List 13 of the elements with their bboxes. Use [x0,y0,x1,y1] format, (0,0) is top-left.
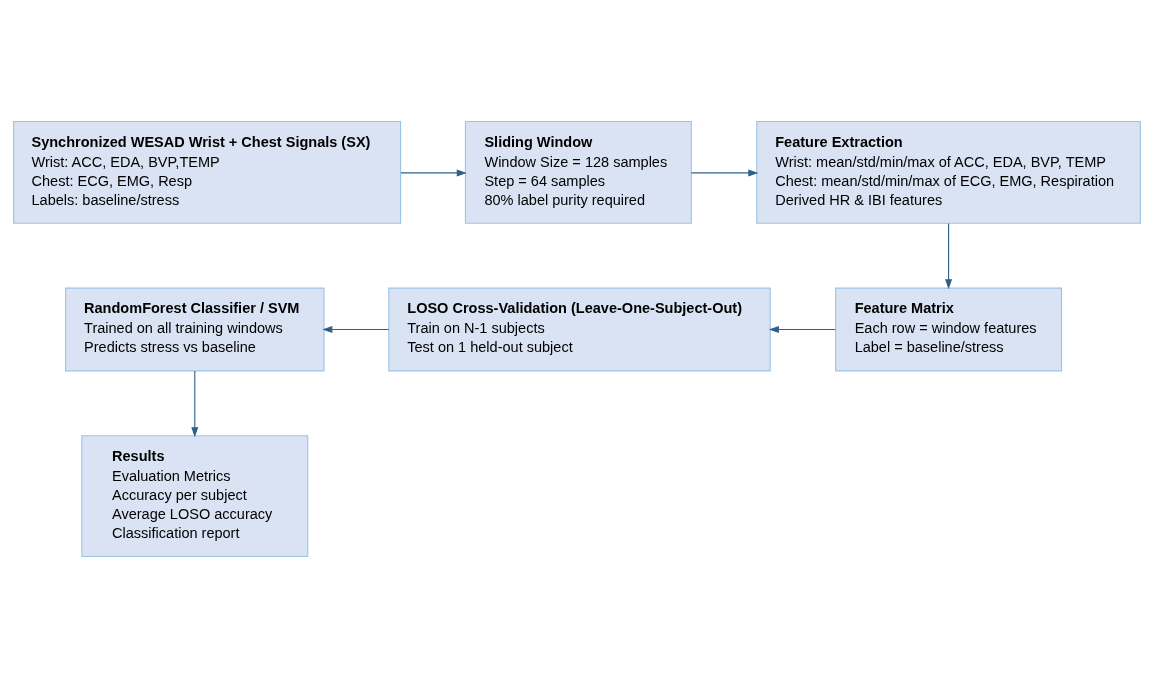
node-box: Sliding Window Window Size = 128 samples Step = 64 samples 80% label purity required [464,120,692,224]
arrow [768,325,836,333]
node-box: Results Evaluation Metrics Accuracy per subject Average LOSO accuracy Classification report [81,435,309,558]
arrow [400,169,467,177]
arrow [690,169,759,177]
node-box: LOSO Cross-Validation (Leave-One-Subject-Out) Train on N-1 subjects Test on 1 held-out subject [388,287,771,372]
arrow [322,325,390,333]
node-box: Synchronized WESAD Wrist + Chest Signals (SX) Wrist: ACC, EDA, BVP,TEMP Chest: ECG, EMG, Resp Labels: baseline/stress [13,120,402,224]
arrow [945,222,953,290]
node-box: Feature Matrix Each row = window features Label = baseline/stress [835,287,1063,372]
arrow [191,370,199,438]
node-box: RandomForest Classifier / SVM Trained on all training windows Predicts stress vs baseline [65,287,325,372]
node-box: Feature Extraction Wrist: mean/std/min/max of ACC, EDA, BVP, TEMP Chest: mean/std/min/max of ECG, EMG, Respiration Derived HR & IBI features [756,120,1141,224]
